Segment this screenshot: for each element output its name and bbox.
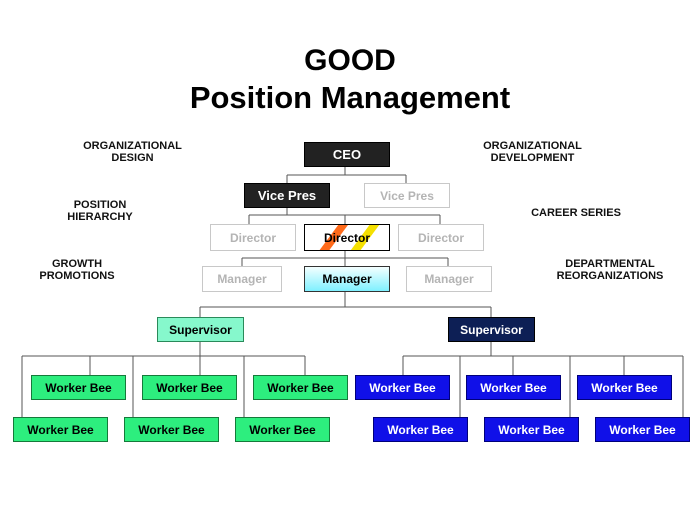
- label-organizational-development: ORGANIZATIONAL DEVELOPMENT: [483, 140, 582, 164]
- label-career-series: CAREER SERIES: [531, 207, 621, 219]
- supervisor-box-right: Supervisor: [448, 317, 535, 342]
- director-box-active: Director: [304, 224, 390, 251]
- manager-box-ghost-right: Manager: [406, 266, 492, 292]
- worker-bee-box: Worker Bee: [253, 375, 348, 400]
- worker-bee-box: Worker Bee: [13, 417, 108, 442]
- manager-box-ghost-left: Manager: [202, 266, 282, 292]
- label-position-hierarchy: POSITION HIERARCHY: [67, 199, 133, 223]
- worker-bee-box: Worker Bee: [142, 375, 237, 400]
- director-box-ghost-right: Director: [398, 224, 484, 251]
- ceo-box: CEO: [304, 142, 390, 167]
- manager-box-active: Manager: [304, 266, 390, 292]
- label-departmental-reorganizations: DEPARTMENTAL REORGANIZATIONS: [556, 258, 664, 282]
- worker-bee-box: Worker Bee: [373, 417, 468, 442]
- worker-bee-box: Worker Bee: [355, 375, 450, 400]
- label-growth-promotions: GROWTH PROMOTIONS: [39, 258, 115, 282]
- worker-bee-box: Worker Bee: [124, 417, 219, 442]
- worker-bee-box: Worker Bee: [466, 375, 561, 400]
- vice-pres-box-ghost: Vice Pres: [364, 183, 450, 208]
- label-organizational-design: ORGANIZATIONAL DESIGN: [83, 140, 182, 164]
- worker-bee-box: Worker Bee: [235, 417, 330, 442]
- title-line-1: GOOD: [304, 44, 396, 77]
- diagonal-stripes-graphic: [319, 225, 380, 250]
- worker-bee-box: Worker Bee: [595, 417, 690, 442]
- vice-pres-box-active: Vice Pres: [244, 183, 330, 208]
- worker-bee-box: Worker Bee: [31, 375, 126, 400]
- director-box-ghost-left: Director: [210, 224, 296, 251]
- worker-bee-box: Worker Bee: [577, 375, 672, 400]
- worker-bee-box: Worker Bee: [484, 417, 579, 442]
- director-label: Director: [323, 230, 370, 245]
- supervisor-box-left: Supervisor: [157, 317, 244, 342]
- title-line-2: Position Management: [189, 80, 511, 115]
